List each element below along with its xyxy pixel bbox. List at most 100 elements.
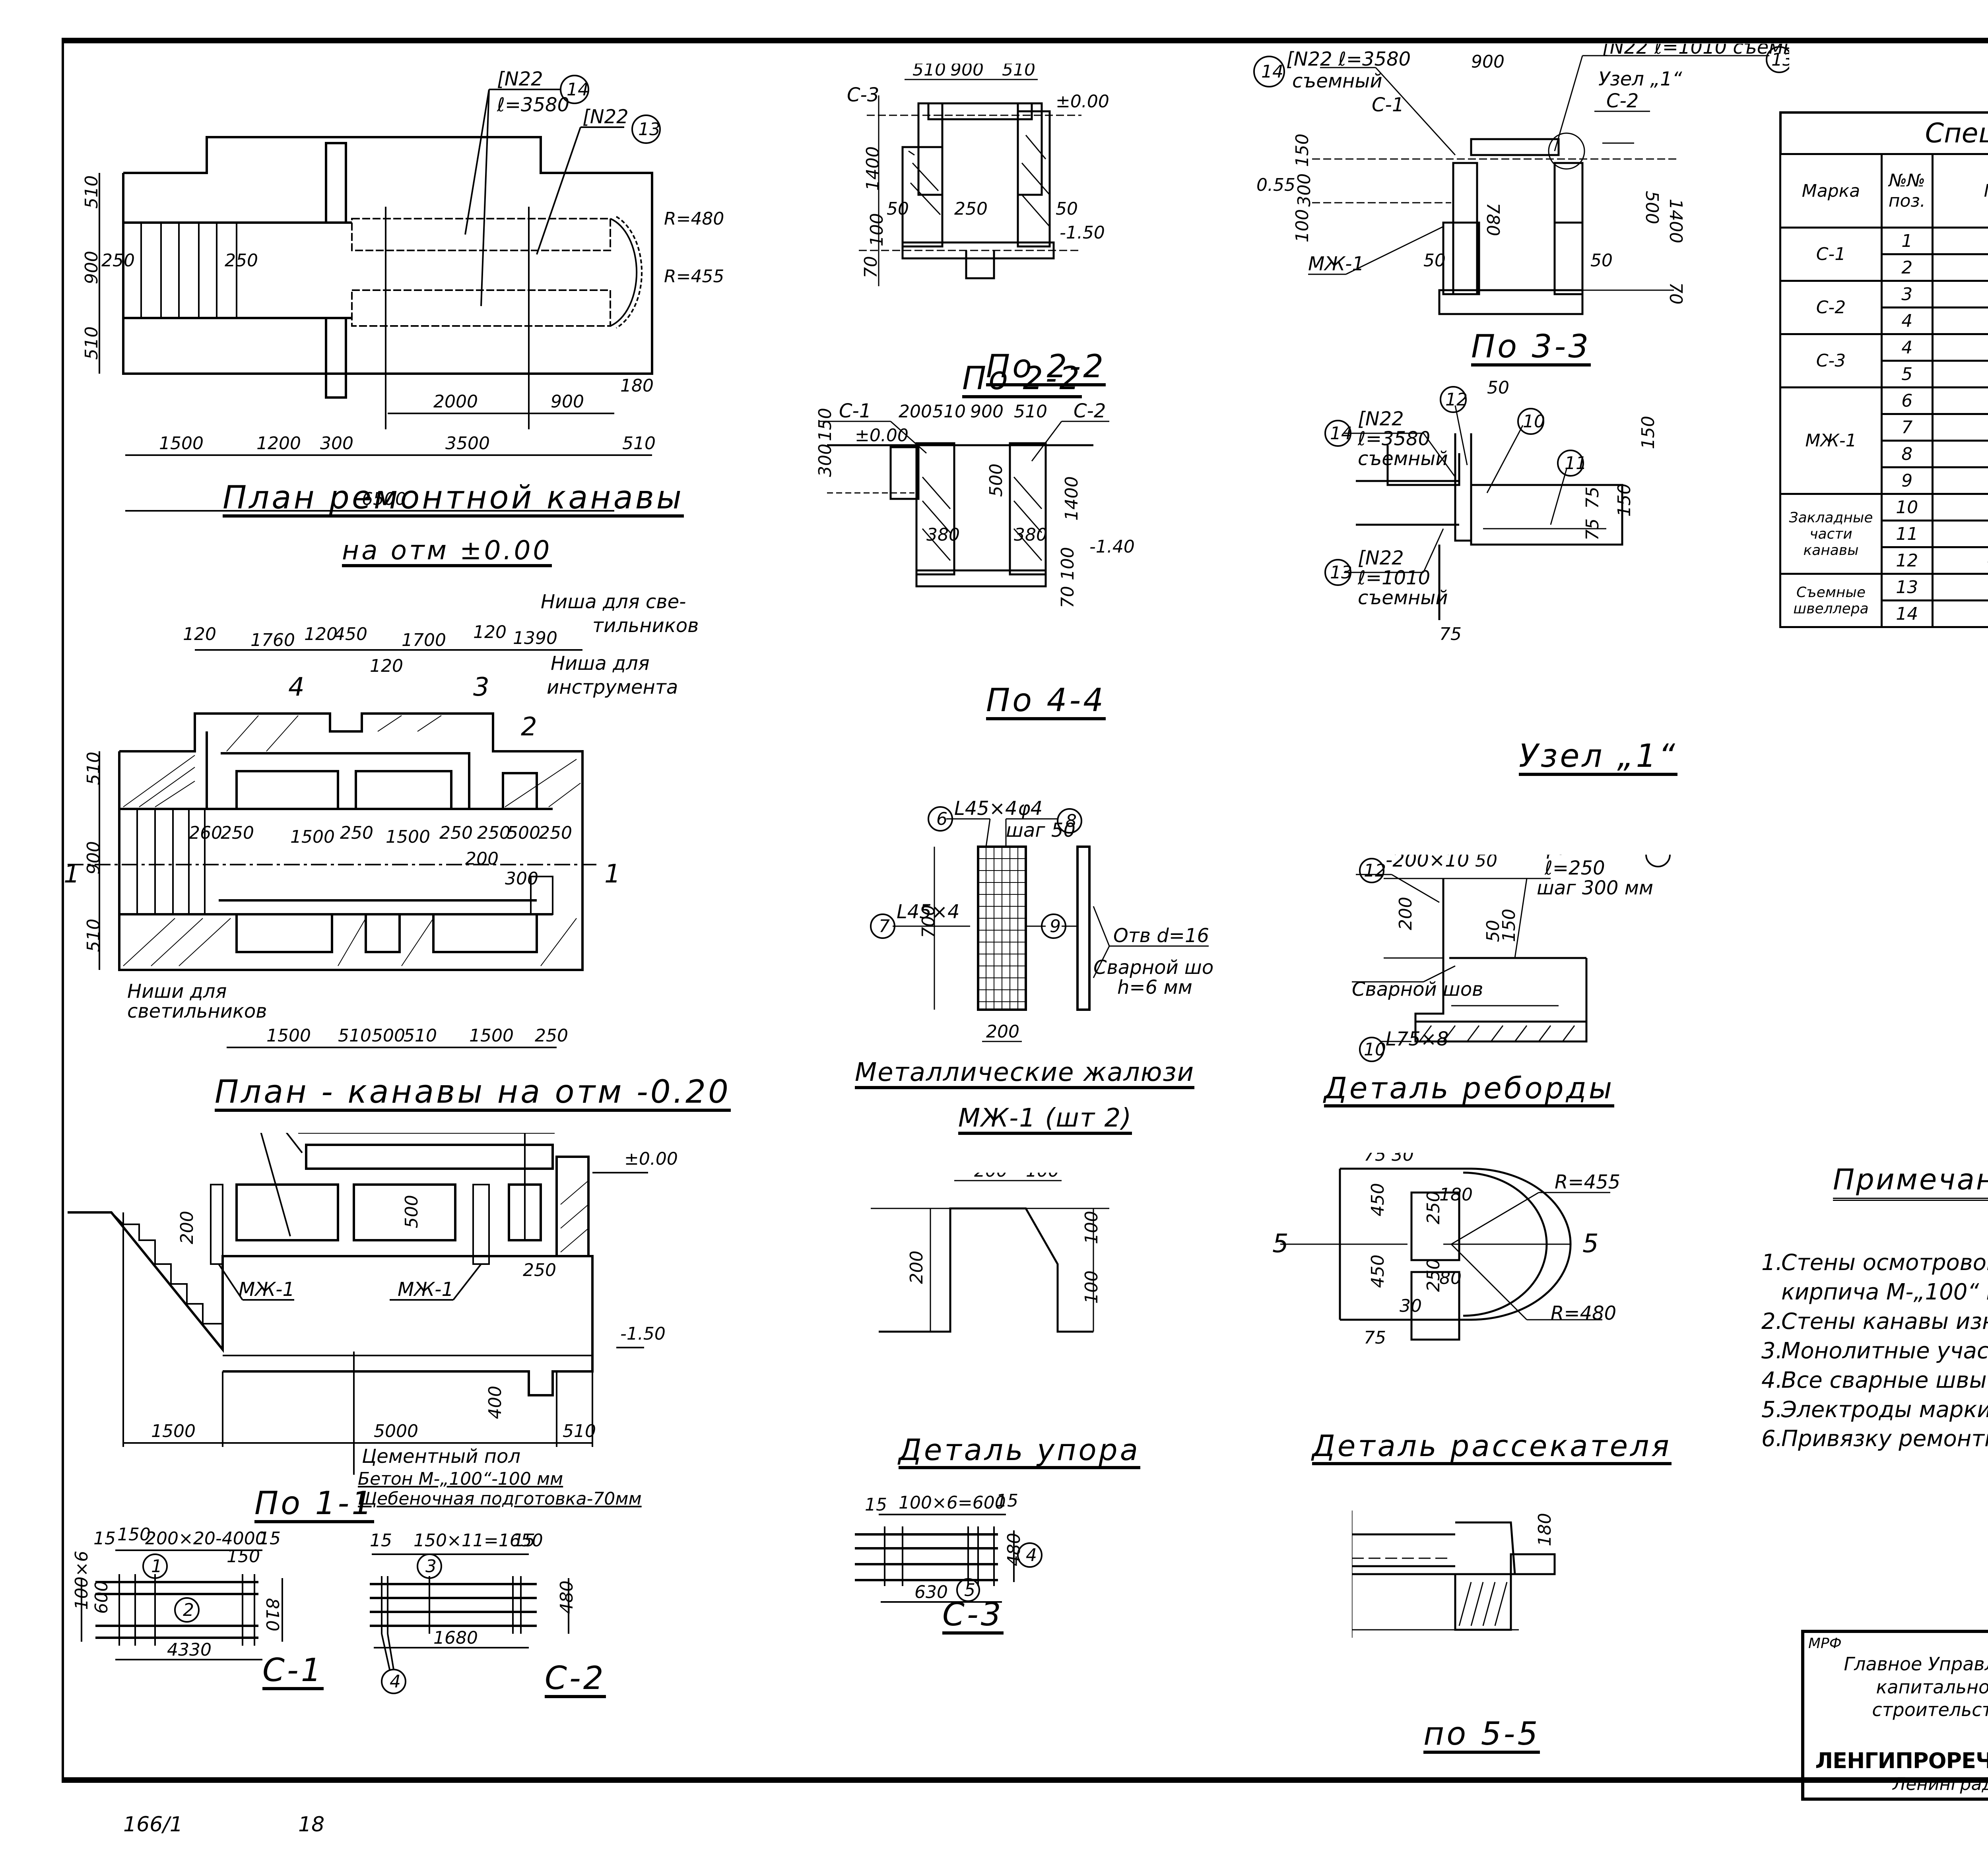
svg-text:шаг 300 мм: шаг 300 мм <box>1537 877 1653 899</box>
section-3-3-title: По 3-3 <box>1471 330 1591 367</box>
svg-text:900: 900 <box>551 392 584 412</box>
svg-text:100: 100 <box>1081 1270 1102 1304</box>
detail-splitter-drawing: 380180 180 <box>1352 1511 1556 1638</box>
svg-text:1390: 1390 <box>513 628 557 648</box>
notes-list: 1.Стены осмотровой канавы выложить из кр… <box>1761 1248 1988 1454</box>
svg-text:250: 250 <box>101 250 135 271</box>
notes-title: Примечания: <box>1833 1163 1988 1201</box>
cell-profile: L45×4 <box>1931 386 1988 415</box>
cell-pos: 14 <box>1881 599 1934 628</box>
section-2-2-mid-title: По 2-2 <box>986 350 1106 386</box>
svg-text:480: 480 <box>557 1580 577 1614</box>
note-item: 3.Монолитные участки выполнять из бетона… <box>1761 1336 1988 1366</box>
svg-text:150: 150 <box>1614 483 1635 517</box>
cell-profile: φ6AI <box>1931 520 1988 549</box>
cell-profile: [N22 <box>1931 573 1988 602</box>
note-item: 5.Электроды марки „Э-42“ <box>1761 1395 1988 1425</box>
svg-text:510: 510 <box>82 175 102 209</box>
svg-text:-1.40: -1.40 <box>1089 537 1135 557</box>
cell-profile: L45×4 <box>1931 413 1988 442</box>
svg-text:70: 70 <box>861 256 881 278</box>
detail-splitter-caption: по 5-5 <box>1423 1717 1540 1754</box>
table-row: С-11φ10AI433092.724.326.3 <box>1779 227 1988 282</box>
svg-text:150: 150 <box>227 1546 260 1567</box>
louvers-subtitle: МЖ-1 (шт 2) <box>958 1105 1132 1135</box>
svg-text:510: 510 <box>622 433 656 454</box>
note-number: 2. <box>1761 1308 1783 1334</box>
svg-text:[N22: [N22 <box>1358 408 1404 430</box>
cell-pos: 11 <box>1881 520 1934 549</box>
louvers-title: Металлические жалюзи <box>855 1059 1195 1090</box>
plan-top-subtitle: на отм ±0.00 <box>342 537 552 568</box>
note-text: Электроды марки „Э-42“ <box>1781 1396 1988 1423</box>
note-item: 4.Все сварные швы толщиной hшв = 6 мм <box>1761 1366 1988 1395</box>
note-text: Привязку ремонтно-осмотровой канавы см л… <box>1781 1426 1988 1452</box>
cell-profile: φ6AI <box>1931 306 1988 335</box>
svg-text:30: 30 <box>1392 1153 1414 1165</box>
svg-text:510: 510 <box>83 752 104 785</box>
svg-text:150: 150 <box>1292 134 1312 167</box>
cell-pos: 12 <box>1881 546 1934 575</box>
svg-text:±0.00: ±0.00 <box>855 425 909 446</box>
svg-text:-1.50: -1.50 <box>1060 223 1105 243</box>
cell-pos: 7 <box>1881 413 1934 442</box>
svg-text:[N22: [N22 <box>582 106 629 128</box>
svg-text:260: 260 <box>189 823 222 843</box>
hdr-profile: Профиль <box>1931 153 1988 229</box>
svg-text:250: 250 <box>439 823 473 843</box>
svg-text:50: 50 <box>887 199 909 219</box>
svg-text:7: 7 <box>879 916 890 937</box>
note-number: 1. <box>1761 1250 1783 1276</box>
svg-text:11: 11 <box>1565 453 1587 473</box>
svg-text:200: 200 <box>899 401 932 422</box>
svg-text:R=455: R=455 <box>664 266 724 287</box>
svg-text:8: 8 <box>1066 811 1077 831</box>
title-block: МРФ РСФСР Главное Управление капитальног… <box>1801 1630 1988 1801</box>
note-item: 6.Привязку ремонтно-осмотровой канавы см… <box>1761 1424 1988 1454</box>
svg-text:С-2: С-2 <box>1606 90 1639 112</box>
svg-text:С-1: С-1 <box>1372 94 1404 116</box>
svg-text:510: 510 <box>932 401 966 422</box>
drawing-frame <box>62 38 1988 1783</box>
svg-text:75: 75 <box>1364 1153 1386 1165</box>
svg-text:75: 75 <box>1582 518 1603 541</box>
svg-text:съемный: съемный <box>1292 70 1382 92</box>
cell-mark: Закладные части канавы <box>1779 493 1883 575</box>
svg-text:900: 900 <box>950 64 984 80</box>
svg-text:100: 100 <box>1058 547 1078 580</box>
svg-text:5: 5 <box>1582 1229 1599 1259</box>
svg-text:R=480: R=480 <box>1551 1302 1616 1324</box>
svg-text:250: 250 <box>225 250 258 271</box>
cell-mark: МЖ-1 <box>1779 386 1883 495</box>
stamp-org-left: МРФ <box>1808 1635 1842 1652</box>
svg-text:510: 510 <box>83 919 104 952</box>
svg-text:510: 510 <box>1014 401 1047 422</box>
svg-text:1200: 1200 <box>256 433 301 454</box>
cell-profile: [N22 <box>1931 599 1988 628</box>
svg-text:120: 120 <box>183 624 216 644</box>
cell-mark: С-2 <box>1779 280 1883 335</box>
detail-splitter-title: Деталь рассекателя <box>1312 1431 1672 1465</box>
cell-pos: 8 <box>1881 440 1934 469</box>
svg-text:1400: 1400 <box>1666 199 1686 243</box>
cell-profile: φ10AI <box>1931 280 1988 309</box>
note-text: Стены осмотровой канавы выложить из крас… <box>1781 1250 1988 1305</box>
note-number: 4. <box>1761 1367 1783 1393</box>
table-row: 9φ476030.080.2 <box>1780 466 1988 495</box>
section-2-2-top-title: По 2-2 <box>962 362 1082 398</box>
svg-text:5: 5 <box>1272 1229 1289 1259</box>
svg-text:5: 5 <box>964 1580 975 1600</box>
svg-text:С-1: С-1 <box>839 400 871 422</box>
svg-text:180: 180 <box>1439 1185 1473 1205</box>
svg-text:450: 450 <box>1368 1255 1388 1288</box>
svg-text:9: 9 <box>1050 916 1061 937</box>
svg-text:С-3: С-3 <box>847 84 879 106</box>
svg-text:150: 150 <box>1638 416 1658 449</box>
svg-text:Цементный пол: Цементный пол <box>362 1445 520 1468</box>
svg-text:10: 10 <box>1523 411 1545 432</box>
svg-text:10: 10 <box>1364 1039 1386 1060</box>
svg-text:120: 120 <box>304 624 338 644</box>
svg-text:Отв d=16 мм: Отв d=16 мм <box>1113 925 1213 947</box>
